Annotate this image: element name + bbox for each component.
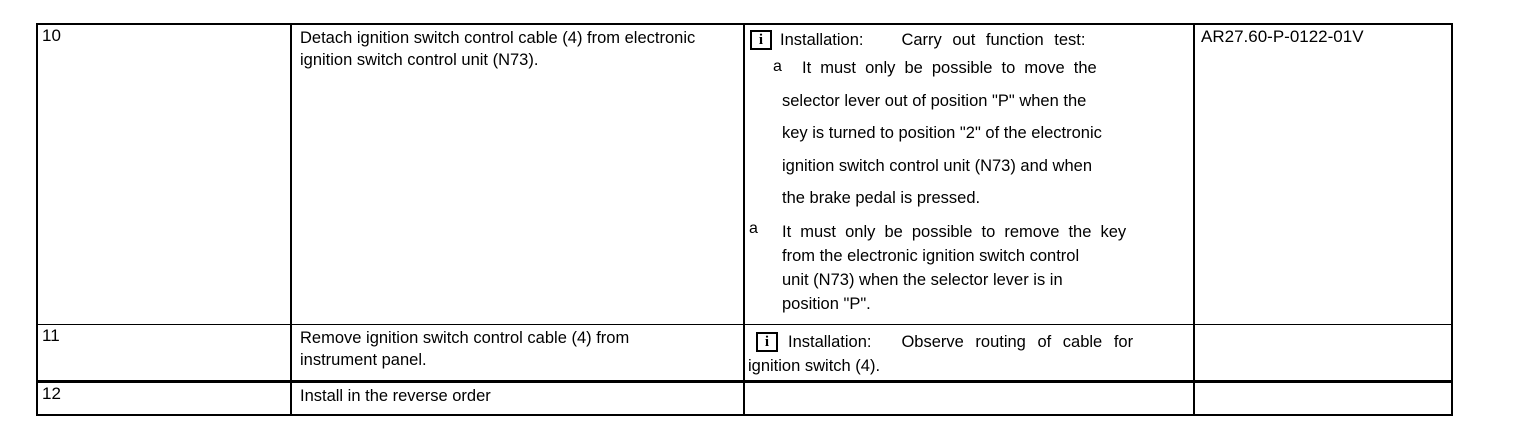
installation-note-header: i Installation: Carry out function test: — [747, 27, 1191, 51]
table-row-step-11: 11 Remove ignition switch control cable … — [36, 323, 1453, 383]
bullet-marker: a — [749, 219, 758, 237]
note-line: It must only be possible to remove the k… — [782, 222, 1127, 241]
note-line: key is turned to position "2" of the ele… — [782, 124, 1102, 142]
note-line: It must only be possible to move the — [802, 59, 1097, 77]
note-bullet: a It must only be possible to remove the… — [749, 220, 1191, 316]
procedure-text: Detach ignition switch control cable (4)… — [300, 29, 696, 69]
installation-note-header: i Installation: Observe routing of cable… — [747, 327, 1191, 354]
info-icon: i — [750, 30, 772, 50]
document-reference: AR27.60-P-0122-01V — [1201, 27, 1364, 46]
note-label: Installation: — [788, 332, 872, 351]
step-number-cell: 11 — [36, 323, 292, 383]
note-intro: Carry out function test: — [901, 31, 1086, 49]
note-line: the brake pedal is pressed. — [782, 189, 981, 207]
note-line: from the electronic ignition switch cont… — [782, 246, 1080, 265]
procedure-cell: Remove ignition switch control cable (4)… — [290, 323, 745, 383]
step-number-cell: 12 — [36, 380, 292, 416]
procedure-cell: Detach ignition switch control cable (4)… — [290, 23, 745, 324]
note-label: Installation: — [780, 31, 864, 49]
step-number: 12 — [42, 383, 61, 403]
procedure-text: Remove ignition switch control cable (4)… — [300, 328, 630, 369]
note-intro: Observe routing of cable for — [901, 332, 1134, 351]
procedure-cell: Install in the reverse order — [290, 380, 745, 416]
step-number-cell: 10 — [36, 23, 292, 324]
table-row-step-12: 12 Install in the reverse order — [36, 380, 1453, 416]
note-cell — [743, 380, 1195, 416]
document-ref-cell: AR27.60-P-0122-01V — [1193, 23, 1453, 324]
document-ref-cell — [1193, 323, 1453, 383]
step-number: 10 — [42, 26, 61, 45]
bullet-marker: a — [773, 58, 782, 75]
document-reference — [1196, 325, 1450, 329]
note-line: position "P". — [782, 294, 871, 313]
note-cell: i Installation: Carry out function test:… — [743, 23, 1195, 324]
note-line: ignition switch (4). — [748, 356, 881, 375]
table-row-step-10: 10 Detach ignition switch control cable … — [36, 23, 1453, 324]
document-reference — [1196, 383, 1450, 387]
note-line: ignition switch control unit (N73) and w… — [782, 156, 1092, 175]
step-number: 11 — [42, 325, 60, 345]
note-bullet: a It must only be possible to move the s… — [773, 52, 1191, 215]
procedure-text: Install in the reverse order — [300, 386, 491, 405]
info-icon: i — [756, 331, 778, 352]
note-cell: i Installation: Observe routing of cable… — [743, 323, 1195, 383]
procedure-table: 10 Detach ignition switch control cable … — [36, 23, 1453, 416]
note-line: unit (N73) when the selector lever is in — [782, 270, 1063, 289]
note-line: selector lever out of position "P" when … — [782, 91, 1087, 110]
document-ref-cell — [1193, 380, 1453, 416]
